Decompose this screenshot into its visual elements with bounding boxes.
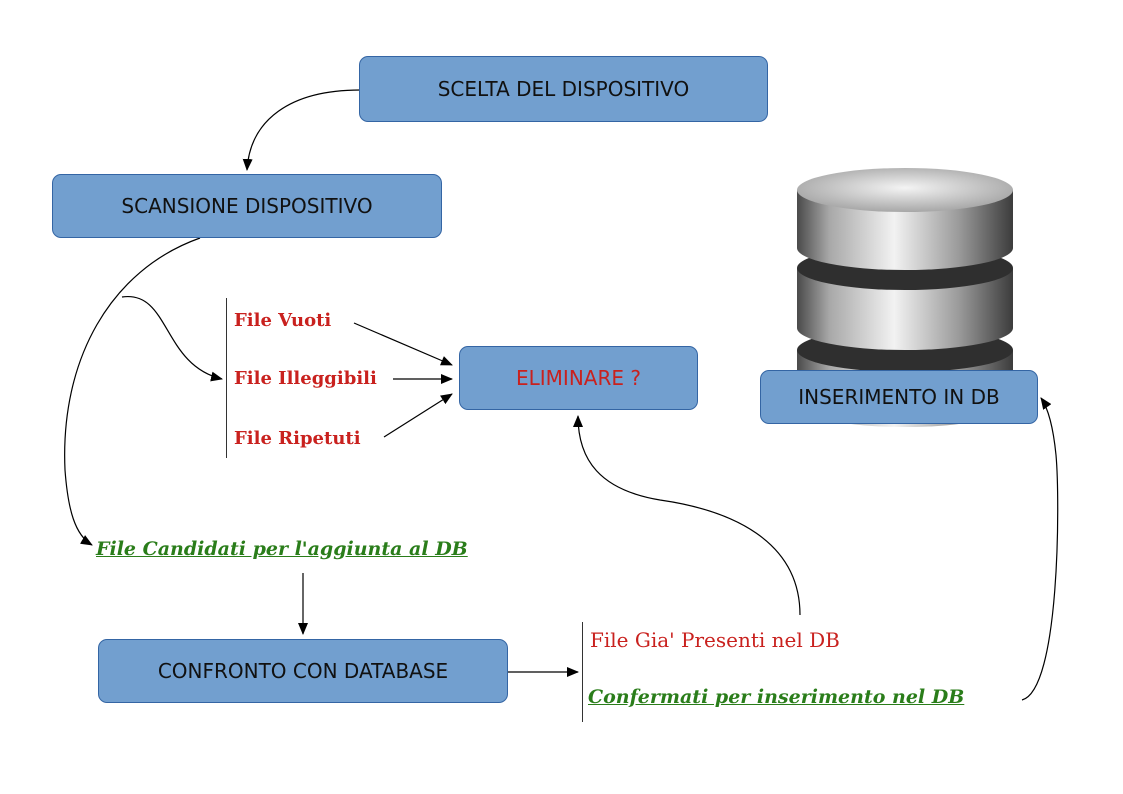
arrow-ripetuti-to-eliminare	[383, 393, 453, 438]
arrow-scansione-to-candidati	[64, 237, 201, 546]
label-file-vuoti: File Vuoti	[234, 310, 332, 331]
label-confermati-inserimento: Confermati per inserimento nel DB	[588, 686, 965, 708]
box-eliminare: ELIMINARE ?	[459, 346, 698, 410]
arrow-scelta-to-scansione	[242, 89, 361, 171]
arrow-confermati-to-inserimento	[1021, 397, 1059, 701]
label-file-ripetuti: File Ripetuti	[234, 428, 361, 449]
box-inserimento-db: INSERIMENTO IN DB	[760, 370, 1038, 424]
box-scelta-dispositivo: SCELTA DEL DISPOSITIVO	[359, 56, 768, 122]
bracket-removable-files	[226, 298, 227, 458]
box-scansione-dispositivo: SCANSIONE DISPOSITIVO	[52, 174, 442, 238]
arrow-vuoti-to-eliminare	[353, 322, 453, 366]
label-file-candidati: File Candidati per l'aggiunta al DB	[96, 538, 468, 560]
bracket-comparison-results	[582, 622, 583, 722]
label-file-gia-presenti: File Gia' Presenti nel DB	[590, 628, 840, 652]
arrow-scansione-to-files	[121, 296, 223, 382]
label-file-illeggibili: File Illeggibili	[234, 368, 377, 389]
arrow-giapresenti-to-eliminare	[573, 415, 801, 616]
box-confronto-database: CONFRONTO CON DATABASE	[98, 639, 508, 703]
